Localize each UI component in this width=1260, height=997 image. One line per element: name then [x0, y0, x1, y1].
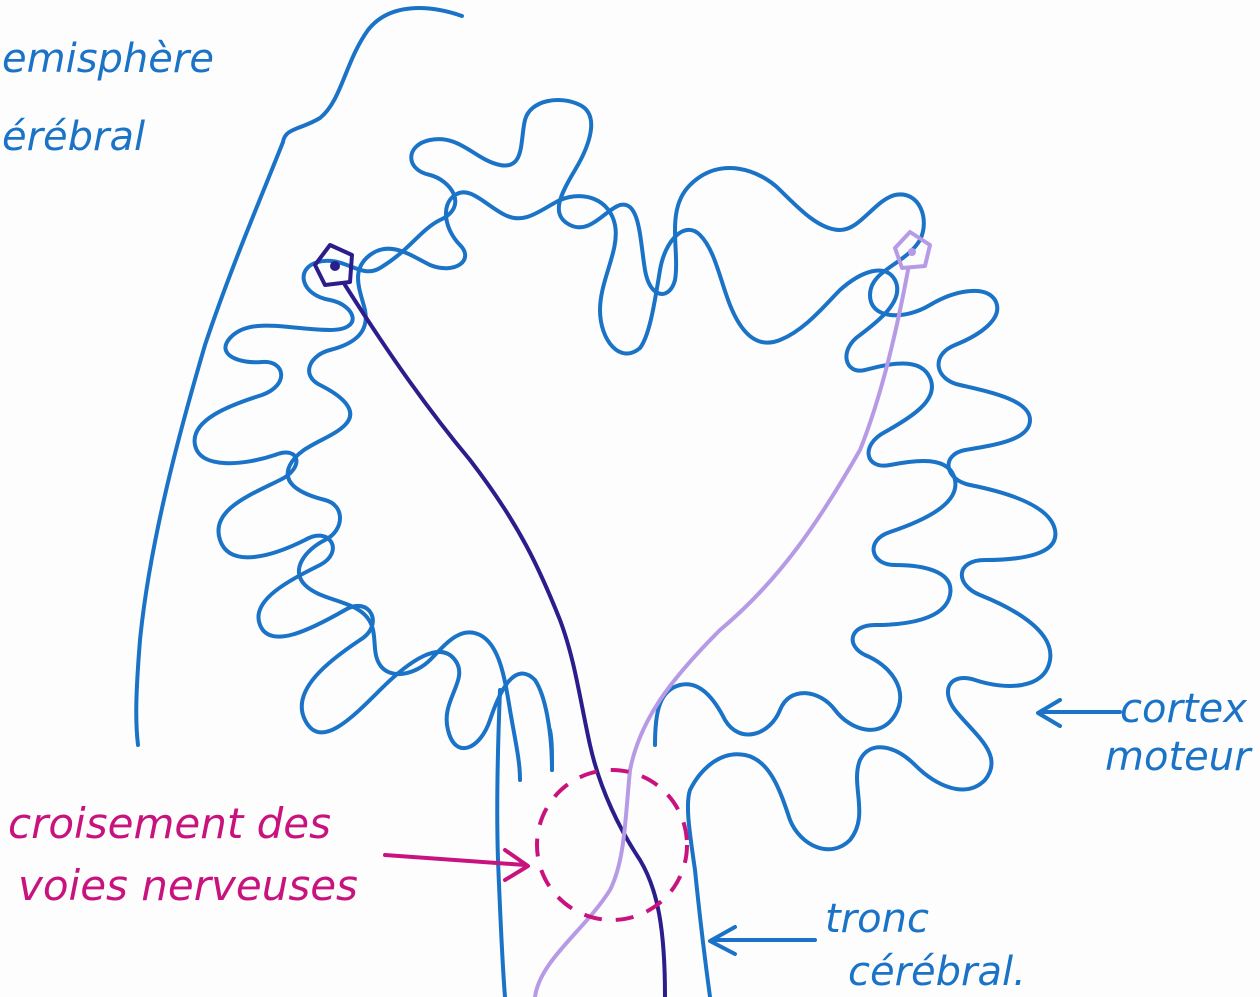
right-neuron-nucleus: [908, 248, 916, 256]
hemisphere-label-line1: emisphère: [2, 36, 214, 82]
left-neuron-nucleus: [330, 261, 340, 271]
brainstem-left-wall: [497, 690, 505, 997]
right-neuron-axon: [535, 270, 908, 997]
crossing-circle: [537, 770, 687, 920]
left-neuron-axon: [345, 285, 665, 997]
cortex-inner-contour: [288, 192, 956, 780]
cortex-label-line2: moteur: [1105, 734, 1253, 780]
crossing-arrow: [385, 850, 528, 880]
brainstem-gap-left: [550, 730, 552, 770]
cortex-label-line1: cortex: [1120, 686, 1247, 732]
brainstem-arrow: [710, 927, 815, 954]
brainstem-label-line2: cérébral.: [848, 949, 1026, 995]
crossing-label-line2: voies nerveuses: [18, 861, 358, 910]
crossing-label-line1: croisement des: [8, 799, 331, 848]
brainstem-label-line1: tronc: [825, 896, 929, 942]
cortex-arrow: [1038, 700, 1120, 726]
hemisphere-label-line2: érébral: [2, 114, 145, 160]
